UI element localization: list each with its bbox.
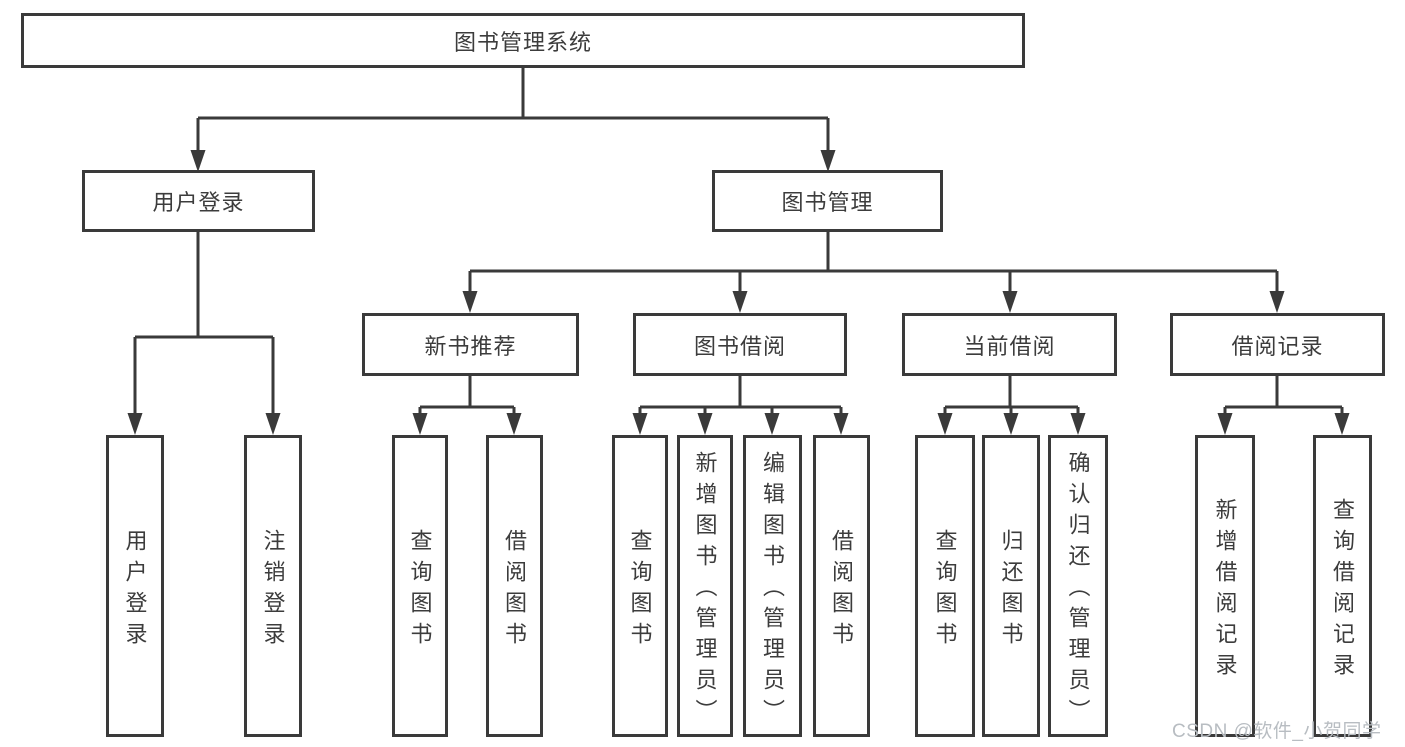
node-new-book-recommend: 新书推荐 [362, 313, 579, 376]
node-user-login-label: 用户登录 [152, 190, 245, 215]
leaf-logout-label: 注销登录 [260, 528, 286, 653]
leaf-user-login: 用户登录 [106, 435, 164, 737]
node-current-borrow: 当前借阅 [902, 313, 1117, 376]
node-root-label: 图书管理系统 [453, 29, 592, 55]
node-root: 图书管理系统 [21, 13, 1025, 68]
leaf-borrow-query-label: 查询图书 [627, 528, 653, 653]
leaf-newbook-borrow-label: 借阅图书 [502, 528, 528, 653]
leaf-newbook-query-label: 查询图书 [407, 528, 433, 653]
leaf-records-add-label: 新增借阅记录 [1212, 497, 1238, 684]
leaf-current-confirm-return: 确认归还（管理员） [1048, 435, 1108, 737]
leaf-current-query: 查询图书 [915, 435, 975, 737]
leaf-borrow-borrow-label: 借阅图书 [829, 528, 855, 653]
leaf-logout: 注销登录 [244, 435, 302, 737]
node-book-management: 图书管理 [712, 170, 943, 232]
leaf-current-confirm-return-label: 确认归还（管理员） [1065, 451, 1091, 730]
leaf-current-return: 归还图书 [982, 435, 1040, 737]
leaf-borrow-add: 新增图书（管理员） [677, 435, 733, 737]
leaf-user-login-label: 用户登录 [122, 528, 148, 653]
leaf-newbook-query: 查询图书 [392, 435, 448, 737]
node-current-borrow-label: 当前借阅 [963, 333, 1056, 359]
node-book-borrow-label: 图书借阅 [693, 333, 786, 359]
leaf-records-query-label: 查询借阅记录 [1330, 497, 1356, 684]
leaf-current-return-label: 归还图书 [998, 528, 1024, 653]
leaf-records-add: 新增借阅记录 [1195, 435, 1255, 737]
leaf-newbook-borrow: 借阅图书 [486, 435, 543, 737]
node-user-login: 用户登录 [82, 170, 315, 232]
node-book-borrow: 图书借阅 [633, 313, 847, 376]
leaf-current-query-label: 查询图书 [932, 528, 958, 653]
leaf-borrow-add-label: 新增图书（管理员） [692, 451, 718, 730]
node-borrow-records: 借阅记录 [1170, 313, 1385, 376]
csdn-watermark: CSDN @软件_小贺同学 [1172, 721, 1382, 742]
leaf-borrow-borrow: 借阅图书 [813, 435, 870, 737]
leaf-borrow-query: 查询图书 [612, 435, 668, 737]
leaf-records-query: 查询借阅记录 [1313, 435, 1372, 737]
node-new-book-recommend-label: 新书推荐 [424, 333, 517, 359]
leaf-borrow-edit-label: 编辑图书（管理员） [760, 451, 786, 730]
leaf-borrow-edit: 编辑图书（管理员） [743, 435, 802, 737]
node-book-management-label: 图书管理 [781, 190, 874, 215]
node-borrow-records-label: 借阅记录 [1231, 333, 1324, 359]
